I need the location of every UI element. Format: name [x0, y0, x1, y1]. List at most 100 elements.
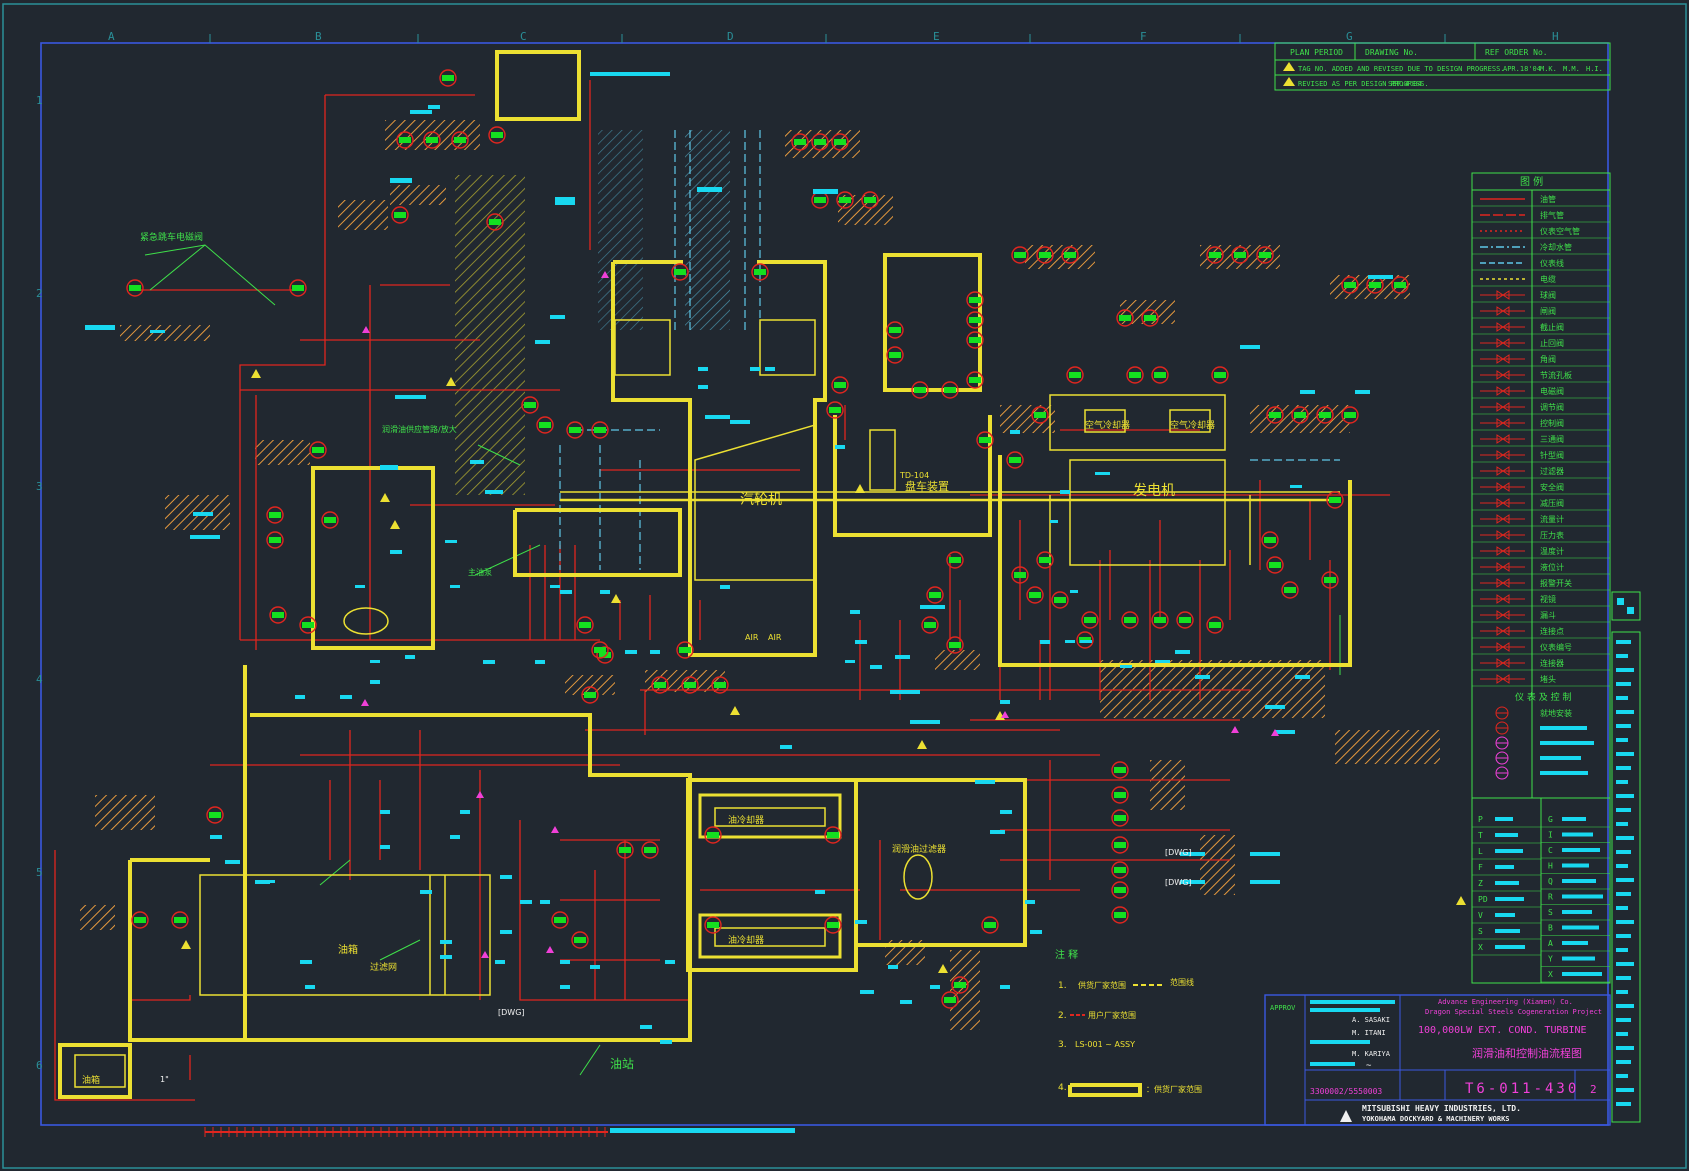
tag-mark: [420, 890, 432, 894]
legend-row: 冷却水管: [1472, 242, 1610, 255]
tag-mark: [895, 655, 910, 659]
instrument-bubble: [1126, 366, 1144, 384]
instrument-bubble: [751, 263, 769, 281]
tag-mark: [495, 960, 505, 964]
legend-row: 止回阀: [1472, 338, 1610, 351]
grid-col-h: H: [1552, 30, 1559, 43]
rev-header-ref: REF ORDER No.: [1485, 48, 1548, 57]
note-1-num: 1.: [1058, 981, 1067, 991]
tag-mark: [190, 535, 220, 539]
tag-mark: [813, 189, 838, 194]
tag-mark: [500, 875, 512, 879]
legend-row: 连接器: [1472, 658, 1610, 671]
tag-mark: [625, 650, 637, 654]
instrument-bubble: [521, 396, 539, 414]
instrument-bubble: [926, 586, 944, 604]
legend-row: 液位计: [1472, 562, 1610, 575]
tag-mark: [780, 745, 792, 749]
instrument-bubble: [269, 606, 287, 624]
code-left: PD: [1478, 895, 1488, 904]
legend-row: 排气管: [1472, 210, 1610, 223]
tag-mark: [1040, 640, 1050, 644]
tag-marks: [85, 72, 1393, 1044]
grid-col-g: G: [1346, 30, 1353, 43]
instrument-bubble: [566, 421, 584, 439]
instrument-bubble: [1111, 861, 1129, 879]
legend-label: 安全阀: [1540, 482, 1564, 492]
instrument-bubble: [1116, 309, 1134, 327]
legend-footer-row: [1495, 751, 1581, 765]
legend-row: 仪表线: [1472, 258, 1610, 271]
instrument-bubble: [641, 841, 659, 859]
air-cooler-right-label: 空气冷却器: [1170, 419, 1215, 431]
tag-mark: [990, 830, 1005, 834]
turbine-body: [694, 424, 816, 581]
code-right: C: [1548, 846, 1553, 855]
legend-label: 减压阀: [1540, 498, 1564, 508]
bearing-right: [759, 319, 816, 376]
tag-mark: [405, 655, 415, 659]
instrument-bubble: [266, 506, 284, 524]
magenta-marker: [1001, 711, 1009, 718]
code-left: T: [1478, 831, 1483, 840]
hatch-steam-left: [598, 130, 643, 330]
instrument-bubble: [1256, 246, 1274, 264]
oil-cooler-bottom-shell: [714, 927, 826, 947]
tag-mark: [1120, 665, 1132, 668]
emergency-valves-label: 紧急跳车电磁阀: [140, 231, 203, 243]
turning-gear-tag: TD-104: [899, 471, 929, 480]
tag-mark: [535, 660, 545, 664]
tag-mark: [1000, 985, 1010, 989]
instrument-bubble: [309, 441, 327, 459]
rev-row-1-date: APR.18'04: [1503, 65, 1541, 73]
instrument-bubble: [171, 911, 189, 929]
code-right: I: [1548, 831, 1553, 840]
instrument-bubble: [861, 191, 879, 209]
bearing-left: [614, 319, 671, 376]
right-revision-strip: [1611, 591, 1641, 1123]
instrument-bubble: [1081, 611, 1099, 629]
instrument-bubble: [1111, 786, 1129, 804]
note-4-text: ：供货厂家范围: [1146, 1084, 1202, 1094]
generator-label: 发电机: [1133, 483, 1175, 499]
legend-row: 安全阀: [1472, 482, 1610, 495]
steam-piping: [559, 130, 1340, 570]
grid-row-1: 1: [36, 94, 43, 107]
instrument-bubble: [581, 686, 599, 704]
revision-triangle: [390, 520, 400, 529]
code-left: Z: [1478, 879, 1483, 888]
tag-mark: [500, 930, 512, 934]
grid-col-a: A: [108, 30, 115, 43]
instrument-bubble: [1321, 571, 1339, 589]
revision-triangle: [730, 706, 740, 715]
tag-mark: [550, 315, 565, 319]
equipment-labels: 汽轮机 发电机 盘车装置 TD-104 空气冷却器 空气冷却器 油冷却器 油冷却…: [82, 231, 1215, 1086]
legend-label: 针型阀: [1540, 450, 1564, 460]
tag-mark: [600, 590, 610, 594]
legend-row: 角阀: [1472, 354, 1610, 367]
revision-triangles: [181, 271, 1466, 973]
instrument-bubble: [488, 126, 506, 144]
outer-frame: [2, 3, 1687, 1169]
tag-mark: [910, 720, 940, 724]
instrument-bubble: [711, 676, 729, 694]
legend-footer-label: 就地安装: [1540, 708, 1572, 718]
instrument-bubble: [289, 279, 307, 297]
tag-mark: [370, 680, 380, 684]
magenta-marker: [551, 826, 559, 833]
legend-label: 连接点: [1540, 626, 1564, 636]
grid-col-c: C: [520, 30, 527, 43]
instrument-bubble: [824, 826, 842, 844]
tag-mark: [210, 835, 222, 839]
hatch-inst-13: [1200, 835, 1235, 895]
instrument-bubble: [824, 916, 842, 934]
boundary-filter-skid: [311, 466, 435, 650]
hatch-inst-2: [338, 200, 388, 230]
instrument-bubble: [1011, 246, 1029, 264]
legend-label: 调节阀: [1540, 403, 1564, 412]
lube-note-label: 润滑油供应管路/放大: [382, 424, 457, 434]
tag-mark: [300, 960, 312, 964]
legend-label: 连接器: [1540, 658, 1564, 668]
magenta-marker: [1271, 729, 1279, 736]
instrument-bubble: [206, 806, 224, 824]
